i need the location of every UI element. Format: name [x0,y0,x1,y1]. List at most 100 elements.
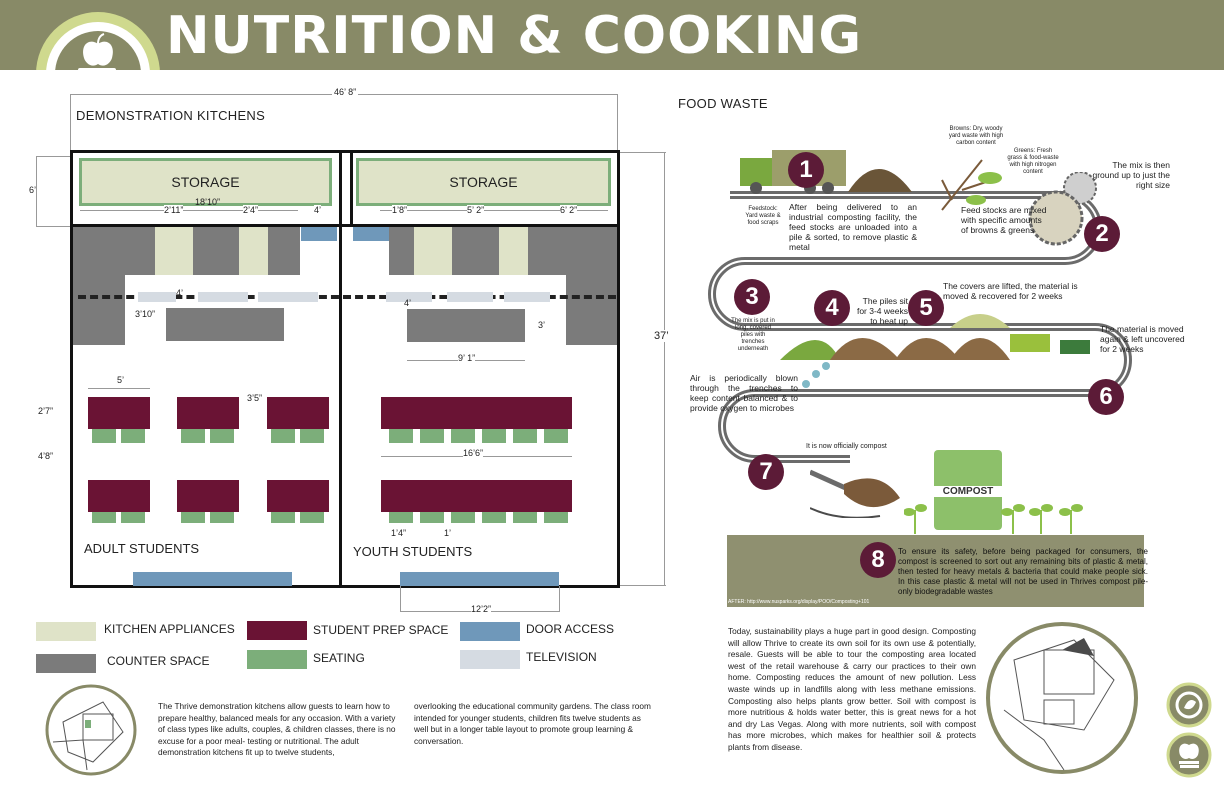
center-wall [339,150,342,588]
legend-swatch-door [460,622,520,641]
adult-prep-table [177,397,239,429]
seat [121,512,145,523]
appliance-right-1 [414,227,452,275]
appliance-left-2 [239,227,268,275]
step-2-marker: 2 [1084,216,1120,252]
legend-swatch-counter [36,654,96,673]
door-storage-left[interactable] [301,227,337,241]
storage-room-left [79,158,332,206]
browns-label: Browns: Dry, woody yard waste with high … [948,126,1004,146]
step-5-marker: 5 [908,290,944,326]
step-5-text: The covers are lifted, the material is m… [943,281,1078,301]
seat [181,512,205,523]
dim-storage-width: 18’10” [195,197,221,207]
dim-tick [70,94,71,150]
island-left [166,308,284,341]
legend-television: TELEVISION [526,650,597,664]
dim-3-5: 3’5” [247,393,263,403]
storage-right-label: STORAGE [449,174,518,190]
seat [92,429,116,443]
browns-greens-icon [941,159,1002,211]
dim-tick [36,156,72,157]
image-source: AFTER: http://www.nusparks.org/display/P… [728,599,870,605]
door-storage-right[interactable] [353,227,389,241]
dim-line [380,210,608,211]
youth-prep-table [381,480,572,512]
dim-3: 3’ [538,320,546,330]
tv-right-1 [386,292,432,302]
kitchens-description-2: overlooking the educational community ga… [414,701,651,746]
seat [482,429,506,443]
legend-swatch-prep [247,621,307,640]
dim-4-tv: 4’ [176,288,184,298]
adult-prep-table [88,480,150,512]
counter-side-left [73,275,125,345]
apple-on-books-icon [1166,732,1212,778]
tv-left-2 [198,292,248,302]
door-adult[interactable] [133,572,292,586]
dim-5-2: 5’ 2” [467,205,485,215]
greens-label: Greens: Fresh grass & food-waste with hi… [1007,148,1059,175]
legend-seating: SEATING [313,651,365,665]
adult-prep-table [267,480,329,512]
legend-swatch-seating [247,650,307,669]
adult-prep-table [177,480,239,512]
seat [181,429,205,443]
storage-left-label: STORAGE [171,174,240,190]
apple-on-books-icon [78,33,116,80]
feed-mix-text: Feed stocks are mixed with specific amou… [961,205,1047,235]
step-7-text: It is now officially compost [806,443,887,450]
seat [544,429,568,443]
step-6-text: The material is moved again & left uncov… [1100,324,1185,354]
seat [451,512,475,523]
dim-overall-width: 46’ 8” [332,87,359,97]
seat [420,429,444,443]
grinder-icon [1028,172,1097,246]
door-youth[interactable] [400,572,559,586]
site-map-compost [986,622,1138,774]
legend-student-prep: STUDENT PREP SPACE [313,623,449,637]
dim-1-8: 1’8” [392,205,408,215]
seat [271,429,295,443]
dim-1-4: 1’4” [391,528,407,538]
legend-door-access: DOOR ACCESS [526,622,615,636]
dim-1: 1’ [444,528,452,538]
dim-12-2: 12’2” [471,604,492,614]
seat [300,429,324,443]
seat [544,512,568,523]
shovel-icon [810,469,900,518]
dim-tick [617,94,618,150]
tv-right-2 [447,292,493,302]
legend-swatch-appliances [36,622,96,641]
dim-tick [400,586,401,612]
dim-4-left: 4’ [314,205,322,215]
food-waste-title: FOOD WASTE [678,96,768,111]
dim-2-11: 2’11” [164,205,184,215]
kitchens-description-1: The Thrive demonstration kitchens allow … [158,701,396,758]
recycle-leaf-icon [1166,682,1212,728]
storage-room-right [356,158,611,206]
air-bubbles-icon [802,362,830,388]
seedlings-icon [904,504,1083,534]
tv-right-3 [504,292,550,302]
step-2-text: The mix is then ground up to just the ri… [1092,160,1170,190]
appliance-left-1 [155,227,193,275]
step-3-text: The mix is put in long, covered piles wi… [731,318,775,352]
center-wall-storage [350,150,353,226]
youth-students-label: YOUTH STUDENTS [353,544,473,559]
tv-left-1 [138,292,176,302]
compost-piles-icon [780,314,1090,360]
kitchen-floorplan [70,150,620,588]
seat [482,512,506,523]
dim-6-2: 6’ 2” [560,205,578,215]
seat [300,512,324,523]
dim-tick [620,152,666,153]
step-8-text: To ensure its safety, before being packa… [898,547,1148,596]
page-title: NUTRITION & COOKING [166,6,863,66]
seat [92,512,116,523]
compost-pile-icon [848,169,912,192]
dim-16-6: 16’6” [463,448,484,458]
youth-prep-table [381,397,572,429]
step-3-marker: 3 [734,279,770,315]
overhead-line [78,295,616,299]
